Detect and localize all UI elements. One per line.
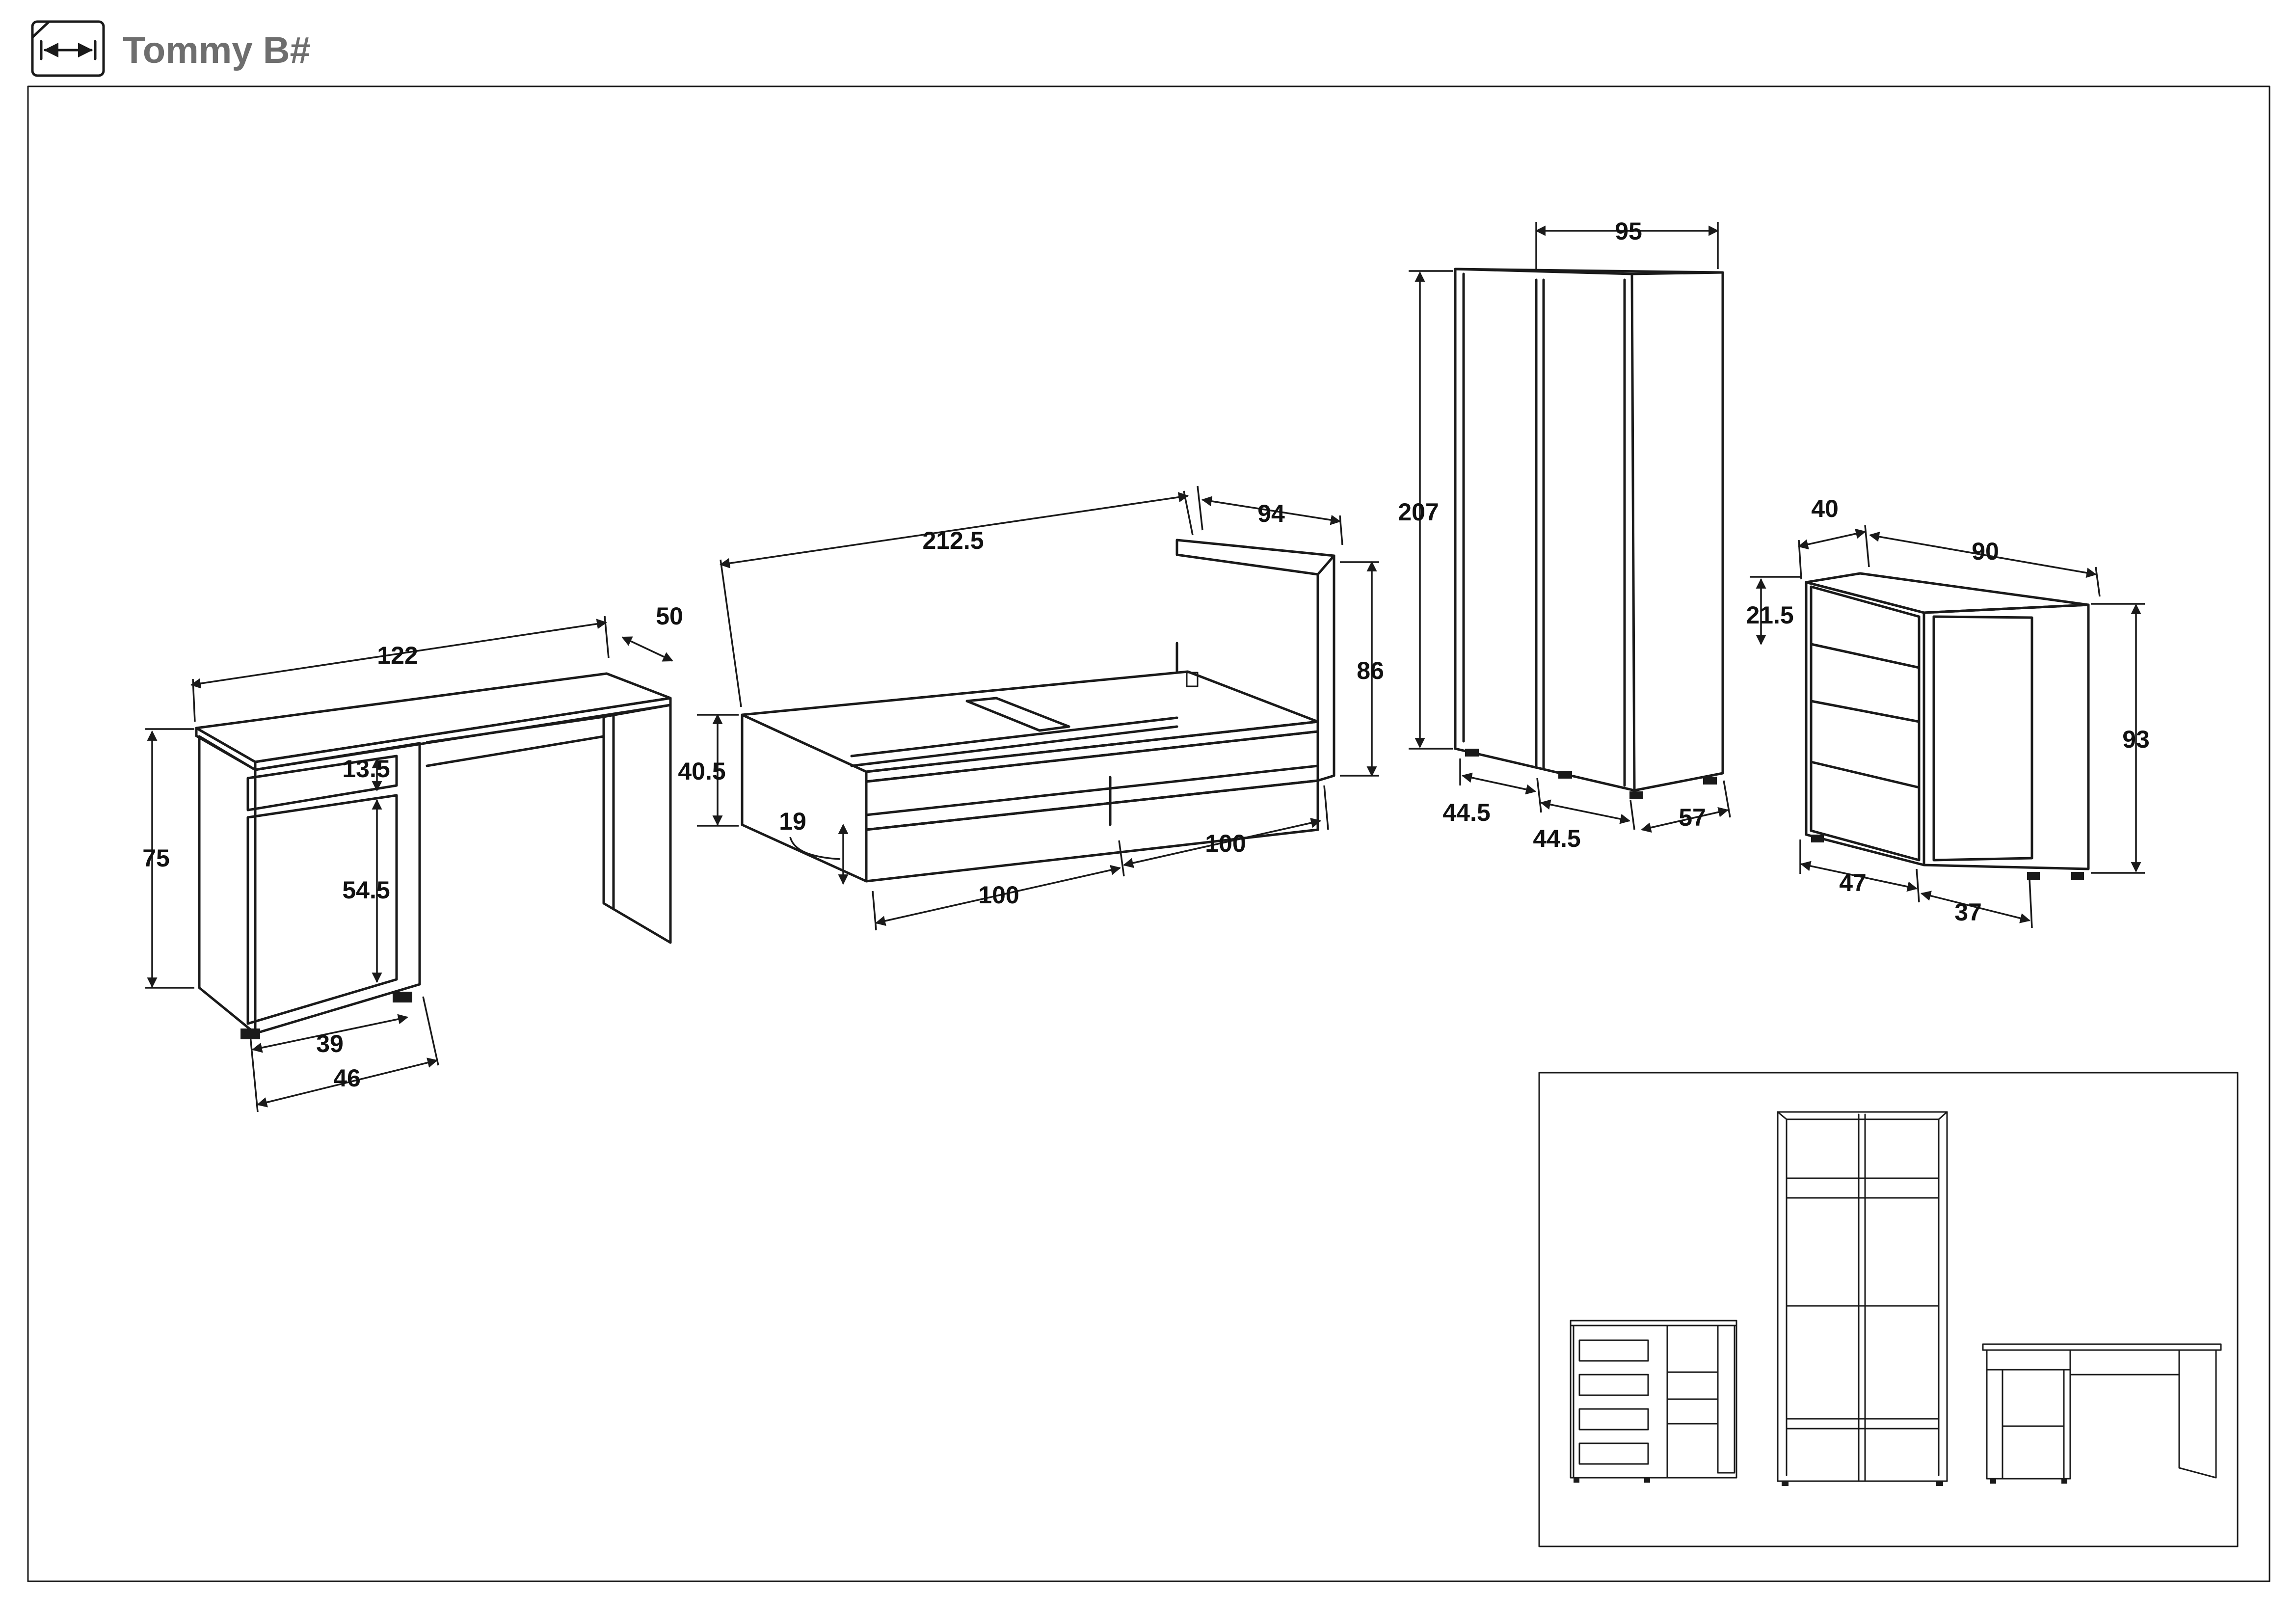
desk-door-height-label: 54.5: [342, 876, 390, 904]
bed-drawer-1-width-label: 100: [978, 881, 1019, 909]
desk-inner-width-label: 39: [316, 1030, 344, 1057]
bed-frame-height-label: 40.5: [678, 758, 725, 785]
chest-height-label: 93: [2122, 726, 2150, 753]
wardrobe-door-2-width-label: 44.5: [1533, 825, 1580, 852]
chest-drawer-section-width-label: 47: [1839, 869, 1867, 896]
bed-length-label: 212.5: [922, 527, 984, 554]
chest-drawing: 40 90 21.5 93 47 37: [1746, 495, 2150, 928]
bed-drawer-2-width-label: 100: [1205, 830, 1246, 857]
inset-wardrobe: [1777, 1111, 1948, 1486]
chest-width-label: 90: [1972, 538, 1999, 565]
bed-drawing: 212.5 94 86 40.5 19 100 100: [678, 486, 1384, 931]
sheet-frame: [27, 85, 2270, 1582]
bed-head-height-label: 86: [1357, 657, 1384, 684]
desk-pedestal-width-label: 46: [333, 1064, 361, 1092]
desk-drawer-height-label: 13.5: [342, 755, 390, 783]
desk-depth-label: 50: [656, 602, 683, 630]
inset-desk: [1982, 1343, 2222, 1484]
bed-drawer-height-label: 19: [779, 808, 806, 835]
inset-chest: [1570, 1320, 1737, 1483]
inset-interior-view: [1538, 1072, 2239, 1547]
bed-width-label: 94: [1257, 500, 1285, 527]
header: Tommy B#: [31, 20, 311, 77]
chest-drawer-height-label: 21.5: [1746, 601, 1793, 629]
wardrobe-depth-label: 57: [1679, 804, 1706, 831]
width-dimension-icon: [31, 20, 105, 77]
chest-depth-label: 40: [1811, 495, 1839, 522]
wardrobe-door-1-width-label: 44.5: [1442, 799, 1490, 826]
desk-drawing: 122 50 75 13.5 54.5 39 46: [142, 602, 683, 1112]
desk-width-label: 122: [377, 642, 418, 669]
wardrobe-drawing: 95 207 44.5 44.5 57: [1398, 217, 1731, 852]
chest-door-width-label: 37: [1954, 898, 1982, 926]
wardrobe-height-label: 207: [1398, 498, 1439, 526]
inset-frame: [1538, 1072, 2239, 1547]
wardrobe-width-label: 95: [1615, 217, 1642, 245]
product-title: Tommy B#: [123, 29, 311, 71]
desk-height-label: 75: [142, 844, 170, 872]
